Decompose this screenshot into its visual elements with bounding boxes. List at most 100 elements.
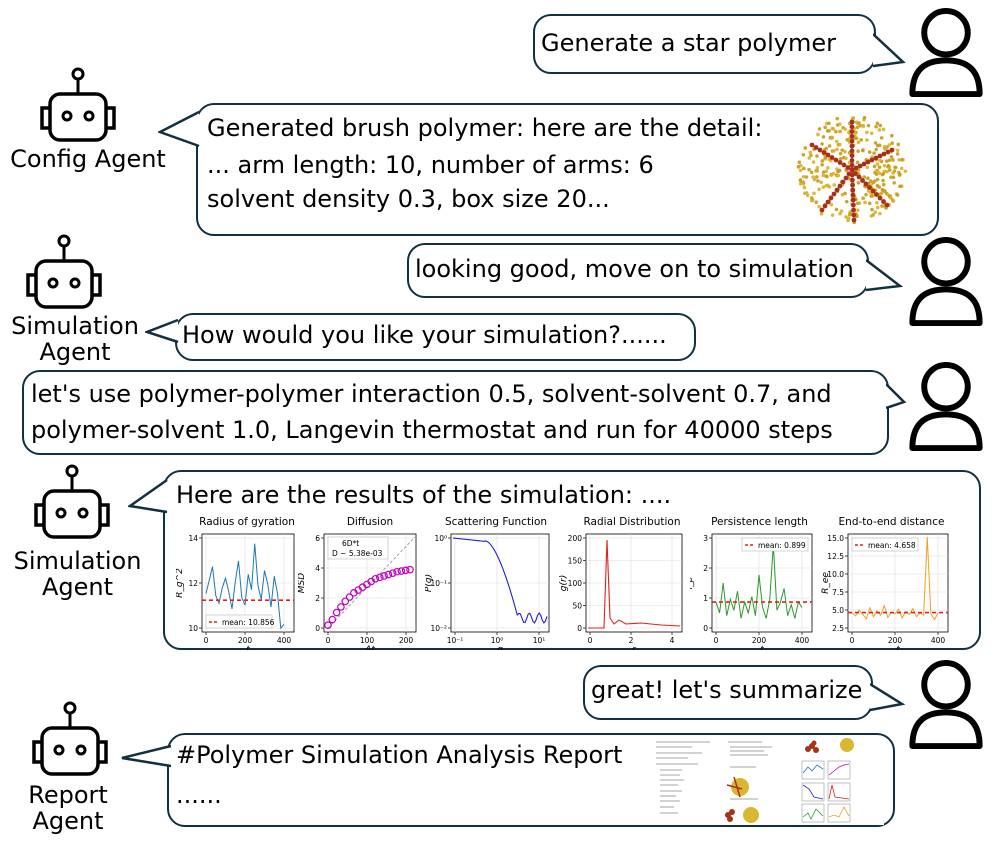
robot-icon bbox=[40, 67, 116, 142]
bubble-tail bbox=[886, 383, 907, 410]
x-tick-label: 0 bbox=[850, 636, 855, 645]
plot-title: Radius of gyration bbox=[199, 516, 295, 528]
legend-label: mean: 10.856 bbox=[222, 618, 275, 627]
message-text: How would you like your simulation?.....… bbox=[182, 321, 667, 349]
x-tick-label: 200 bbox=[888, 636, 903, 645]
y-axis-label: l_p bbox=[690, 576, 695, 589]
msd-point bbox=[371, 574, 380, 583]
bubble-tail bbox=[158, 110, 200, 148]
x-axis-label: q bbox=[497, 645, 503, 650]
x-tick-label: 100 bbox=[360, 636, 375, 645]
x-tick-label: 0 bbox=[588, 636, 593, 645]
y-tick-label: 200 bbox=[568, 534, 583, 543]
legend-label: D ~ 5.38e-03 bbox=[332, 549, 383, 558]
y-tick-label: 10.0 bbox=[827, 570, 844, 579]
x-axis-label: r bbox=[632, 645, 637, 650]
x-tick-label: 200 bbox=[752, 636, 767, 645]
msd-point bbox=[337, 603, 345, 611]
y-tick-label: 50 bbox=[572, 602, 582, 611]
y-tick-label: 12.5 bbox=[827, 552, 844, 561]
y-tick-label: 150 bbox=[568, 557, 583, 566]
config-agent-label: Config Agent bbox=[10, 145, 166, 173]
msd-point bbox=[397, 567, 406, 575]
user-message-bubble bbox=[583, 665, 873, 720]
x-tick-label: 400 bbox=[931, 636, 946, 645]
legend-label: mean: 0.899 bbox=[758, 541, 806, 550]
x-tick-label: 10⁰ bbox=[491, 636, 504, 645]
message-text: solvent density 0.3, box size 20... bbox=[207, 185, 610, 213]
user-avatar-icon bbox=[905, 357, 987, 451]
x-axis-label: t bbox=[246, 645, 250, 650]
plot-title: Scattering Function bbox=[444, 516, 548, 528]
agent-message-bubble bbox=[163, 470, 981, 650]
end-to-end-line bbox=[851, 536, 939, 621]
user-avatar-icon bbox=[905, 3, 987, 97]
robot-icon bbox=[32, 701, 108, 776]
rdf-line bbox=[588, 539, 681, 629]
y-axis-label: R_ee bbox=[821, 572, 831, 594]
scattering-line bbox=[452, 537, 548, 624]
x-tick-label: 2 bbox=[629, 636, 634, 645]
y-tick-label: 10⁰ bbox=[434, 534, 447, 543]
message-text: Here are the results of the simulation: … bbox=[176, 481, 672, 509]
y-tick-label: 0 bbox=[703, 624, 708, 633]
legend-label: 6D*t bbox=[342, 539, 359, 548]
bubble-tail bbox=[866, 259, 904, 292]
msd-point bbox=[324, 621, 332, 629]
agent-message-bubble bbox=[175, 313, 696, 361]
y-tick-label: 4 bbox=[315, 564, 320, 573]
robot-icon bbox=[34, 464, 110, 539]
y-tick-label: 100 bbox=[568, 579, 583, 588]
y-tick-label: 1 bbox=[703, 594, 708, 603]
persistence-line bbox=[715, 544, 803, 619]
x-tick-label: 0 bbox=[204, 636, 209, 645]
x-axis-label: t bbox=[896, 645, 900, 650]
star-polymer-thumbnail bbox=[796, 115, 908, 225]
y-tick-label: 7.5 bbox=[832, 588, 844, 597]
x-tick-label: 4 bbox=[670, 636, 675, 645]
msd-point bbox=[332, 608, 341, 617]
x-tick-label: 10¹ bbox=[533, 636, 546, 645]
x-axis-label: t bbox=[760, 645, 764, 650]
y-axis-label: g(r) bbox=[559, 575, 569, 591]
x-tick-label: 0 bbox=[326, 636, 331, 645]
message-text: ...... bbox=[176, 781, 222, 809]
plot-title: Radial Distribution bbox=[583, 516, 681, 528]
plot-title: End-to-end distance bbox=[838, 516, 945, 528]
plot-frame bbox=[711, 533, 813, 633]
message-text: great! let's summarize bbox=[591, 676, 863, 704]
y-tick-label: 3 bbox=[703, 534, 708, 543]
message-text: let's use polymer-polymer interaction 0.… bbox=[31, 380, 832, 408]
y-tick-label: 10⁻¹ bbox=[430, 579, 447, 588]
msd-point bbox=[328, 615, 337, 624]
robot-icon bbox=[26, 234, 102, 309]
y-tick-label: 5.0 bbox=[832, 606, 844, 615]
y-tick-label: 2 bbox=[315, 594, 320, 603]
bubble-tail bbox=[870, 682, 906, 712]
y-axis-label: MSD bbox=[298, 573, 307, 593]
msd-point bbox=[345, 593, 354, 601]
x-tick-label: 200 bbox=[238, 636, 253, 645]
y-tick-label: 10⁻² bbox=[430, 624, 447, 633]
user-message-bubble bbox=[533, 14, 876, 74]
legend-box bbox=[741, 537, 809, 552]
legend-box bbox=[327, 536, 389, 560]
x-tick-label: 400 bbox=[277, 636, 292, 645]
msd-point bbox=[401, 566, 410, 575]
user-message-bubble bbox=[22, 370, 889, 455]
y-tick-label: 2 bbox=[703, 564, 708, 573]
y-tick-label: 10 bbox=[188, 624, 198, 633]
bubble-tail bbox=[128, 478, 168, 514]
y-tick-label: 12 bbox=[188, 579, 198, 588]
plot-title: Persistence length bbox=[711, 516, 808, 528]
message-text: polymer-solvent 1.0, Langevin thermostat… bbox=[31, 416, 833, 444]
msd-point bbox=[375, 573, 384, 582]
